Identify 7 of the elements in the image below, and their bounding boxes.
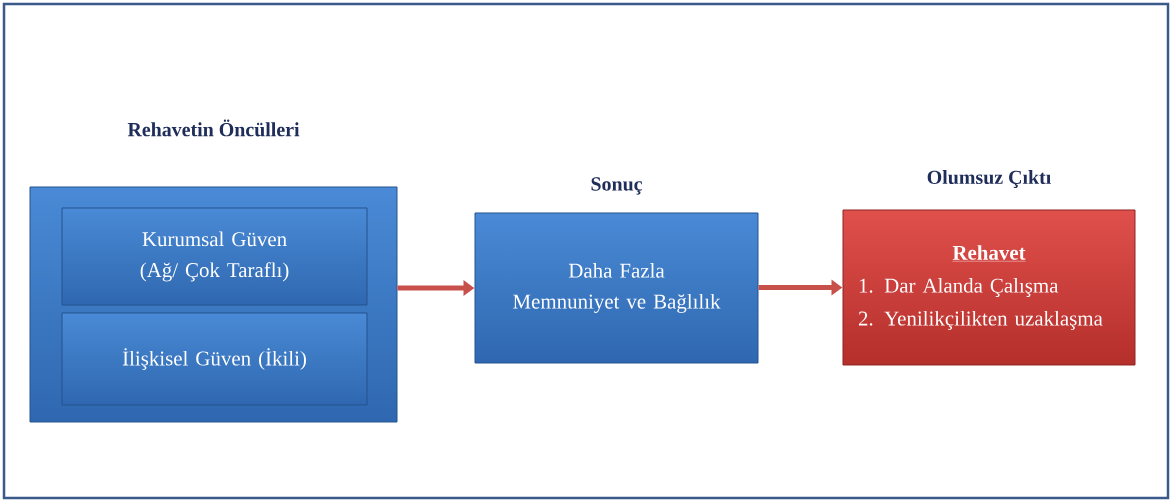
process-box: Kurumsal Güven (Ağ/ Çok Taraflı) <box>61 207 368 306</box>
heading: Sonuç <box>591 177 642 195</box>
heading: Rehavetin Öncülleri <box>127 119 300 137</box>
heading: Olumsuz Çıktı <box>927 170 1051 188</box>
process-box: İlişkisel Güven (İkili) <box>61 312 368 406</box>
process-box: Daha Fazla Memnuniyet ve Bağlılık <box>474 212 759 364</box>
outcome-box: Rehavet 1. Dar Alanda Çalışma 2. Yenilikçilikten uzaklaşma <box>842 209 1136 366</box>
